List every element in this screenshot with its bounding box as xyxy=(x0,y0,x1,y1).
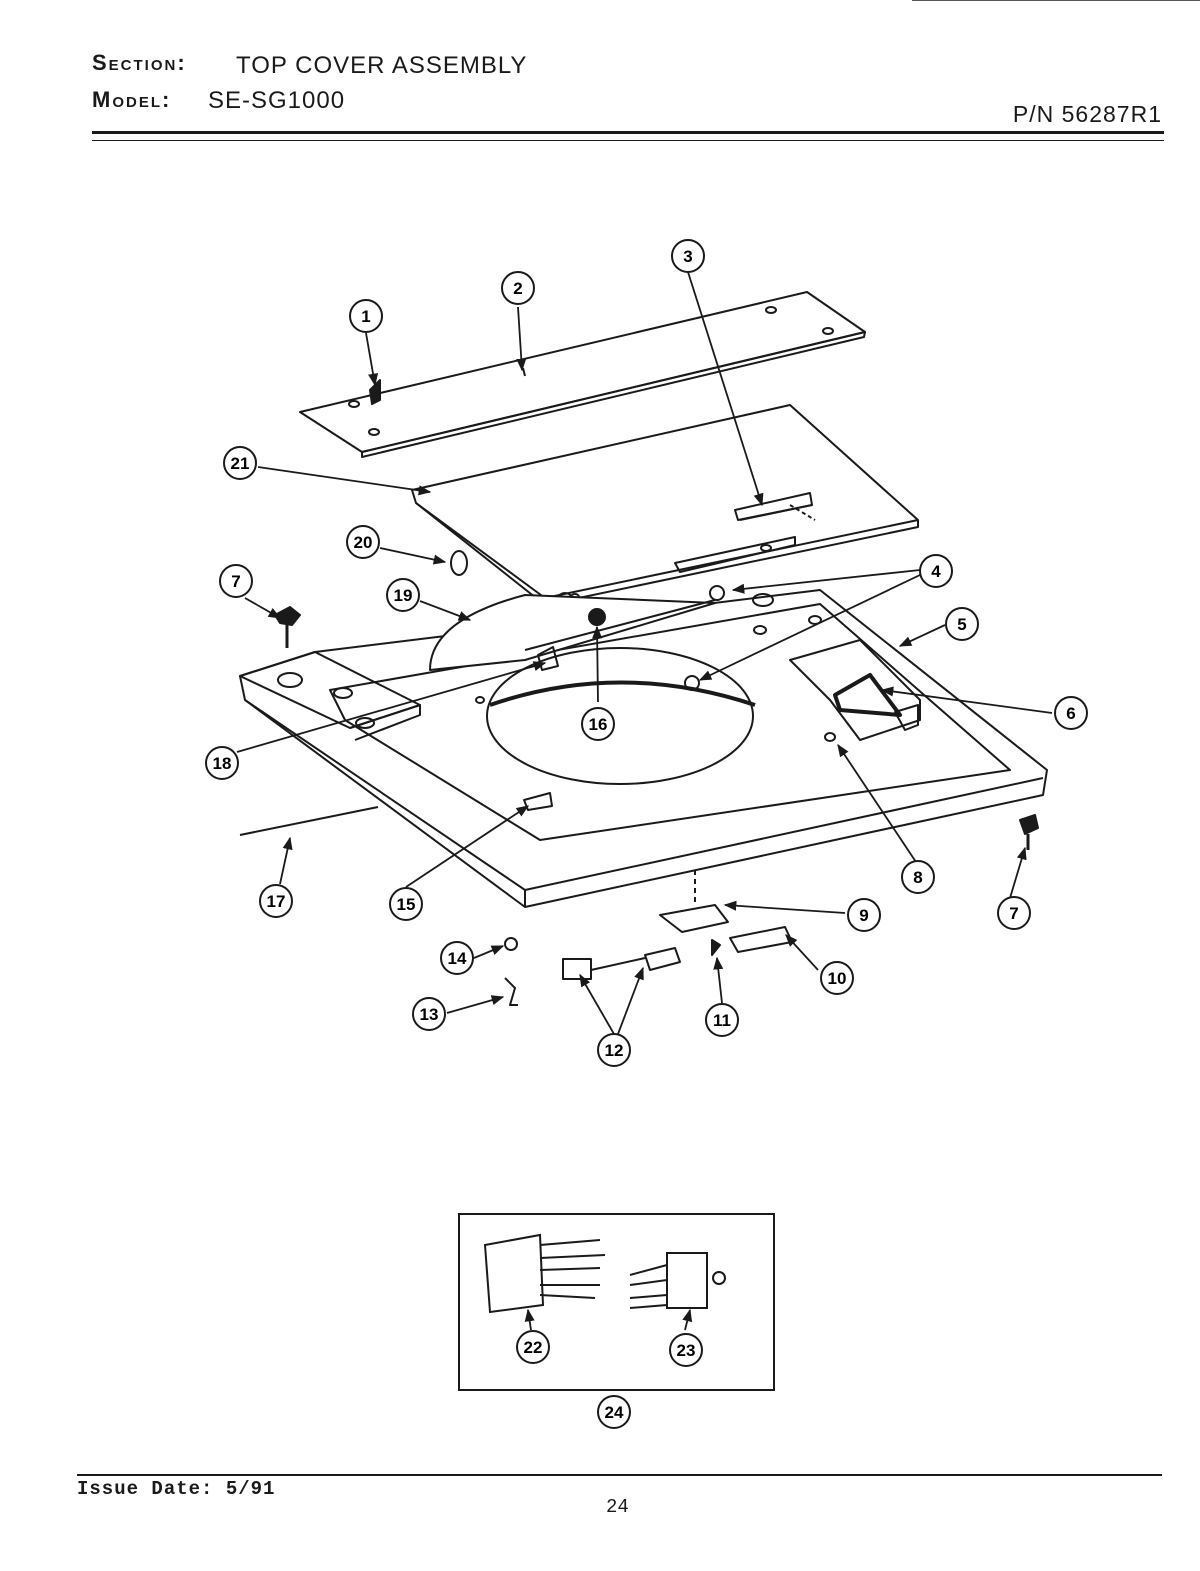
svg-text:22: 22 xyxy=(524,1338,543,1357)
svg-text:10: 10 xyxy=(828,969,847,988)
callout-20: 20 xyxy=(346,525,380,559)
callout-7-left: 7 xyxy=(219,564,253,598)
callout-15: 15 xyxy=(389,887,423,921)
callout-10: 10 xyxy=(820,961,854,995)
hinge-bar-part xyxy=(299,291,866,458)
callout-22: 22 xyxy=(516,1330,550,1364)
callout-24: 24 xyxy=(597,1395,631,1429)
issue-date: Issue Date: 5/91 xyxy=(77,1478,276,1500)
post-part-8 xyxy=(824,732,836,742)
cap-part-14 xyxy=(504,937,518,951)
knob-part-6 xyxy=(833,673,902,717)
svg-text:7: 7 xyxy=(1009,904,1018,923)
callout-14: 14 xyxy=(440,941,474,975)
footer-rule xyxy=(77,1474,1162,1476)
callout-19: 19 xyxy=(386,578,420,612)
callout-1: 1 xyxy=(349,299,383,333)
callout-16: 16 xyxy=(581,707,615,741)
wire-tie-part-13 xyxy=(504,977,518,1006)
callout-6: 6 xyxy=(1054,696,1088,730)
svg-text:19: 19 xyxy=(394,586,413,605)
svg-text:5: 5 xyxy=(957,615,966,634)
svg-text:15: 15 xyxy=(397,895,416,914)
callout-7-right: 7 xyxy=(997,896,1031,930)
screw-part-11 xyxy=(711,939,721,956)
screw-part-7-left xyxy=(274,606,301,626)
svg-text:17: 17 xyxy=(267,892,286,911)
svg-text:24: 24 xyxy=(605,1403,624,1422)
page-number: 24 xyxy=(606,1496,629,1518)
svg-text:3: 3 xyxy=(683,247,692,266)
svg-text:16: 16 xyxy=(589,715,608,734)
connector-part-12 xyxy=(562,958,592,980)
svg-text:23: 23 xyxy=(677,1341,696,1360)
callout-8: 8 xyxy=(901,860,935,894)
model-label: Model: xyxy=(92,87,172,112)
svg-text:12: 12 xyxy=(605,1041,624,1060)
svg-text:13: 13 xyxy=(420,1005,439,1024)
svg-text:8: 8 xyxy=(913,868,922,887)
svg-text:9: 9 xyxy=(859,906,868,925)
switch-part-10 xyxy=(729,926,793,953)
washer-part-16 xyxy=(588,608,606,626)
callout-5: 5 xyxy=(945,607,979,641)
callout-3: 3 xyxy=(671,239,705,273)
svg-text:18: 18 xyxy=(213,754,232,773)
svg-text:21: 21 xyxy=(231,454,250,473)
callout-2: 2 xyxy=(501,271,535,305)
svg-text:14: 14 xyxy=(448,949,467,968)
callout-18: 18 xyxy=(205,746,239,780)
lid-part xyxy=(411,404,919,606)
leader-lines xyxy=(236,271,1053,1331)
callout-9: 9 xyxy=(847,898,881,932)
nut-part-4-upper xyxy=(709,585,725,601)
callout-17: 17 xyxy=(259,884,293,918)
top-edge-line xyxy=(912,0,1200,1)
callout-13: 13 xyxy=(412,997,446,1031)
callout-bubbles: 1 2 3 4 5 6 7 7 8 9 10 11 12 13 14 15 16… xyxy=(205,239,1088,1429)
section-title: TOP COVER ASSEMBLY xyxy=(236,52,528,79)
bracket-part-9 xyxy=(659,904,729,933)
svg-text:20: 20 xyxy=(354,533,373,552)
part-number: P/N 56287R1 xyxy=(1012,101,1162,127)
svg-text:1: 1 xyxy=(361,307,370,326)
callout-4: 4 xyxy=(919,554,953,588)
header-rule-thick xyxy=(92,131,1164,134)
section-label: Section: xyxy=(92,50,187,75)
svg-text:6: 6 xyxy=(1066,704,1075,723)
rod-part-17 xyxy=(239,806,379,836)
svg-text:7: 7 xyxy=(231,572,240,591)
top-cover-part xyxy=(239,589,1048,908)
callout-12: 12 xyxy=(597,1033,631,1067)
svg-text:11: 11 xyxy=(713,1011,731,1030)
svg-text:2: 2 xyxy=(513,279,522,298)
screw-part-7-right xyxy=(1019,814,1039,835)
connector-kit-inset xyxy=(458,1213,775,1391)
model-number: SE-SG1000 xyxy=(208,87,346,114)
nut-part-4-lower xyxy=(684,675,700,691)
header-rule-thin xyxy=(92,140,1164,141)
clip-part-20 xyxy=(450,550,468,576)
callout-11: 11 xyxy=(705,1003,739,1037)
svg-text:4: 4 xyxy=(931,562,941,581)
callout-23: 23 xyxy=(669,1333,703,1367)
callout-21: 21 xyxy=(223,446,257,480)
